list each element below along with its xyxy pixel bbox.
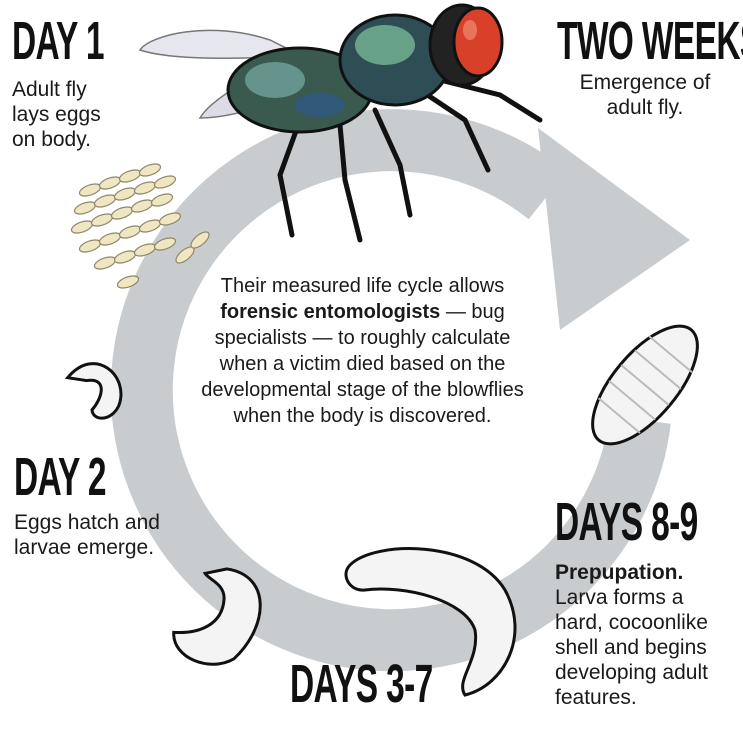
days8-9-line-1: Larva forms a	[555, 585, 708, 610]
days3-7-heading: DAYS 3-7	[290, 657, 433, 711]
two-weeks-line-2: adult fly.	[565, 95, 725, 120]
cycle-arrow-head	[538, 128, 690, 330]
center-explanation: Their measured life cycle allows forensi…	[190, 273, 535, 429]
two-weeks-line-1: Emergence of	[565, 70, 725, 95]
day2-description: Eggs hatch and larvae emerge.	[14, 510, 160, 560]
fly-eye	[454, 8, 502, 76]
center-text-part1: Their measured life cycle allows	[221, 275, 504, 297]
day2-heading: DAY 2	[14, 450, 106, 504]
days8-9-bold-lead: Prepupation.	[555, 560, 708, 585]
day1-heading: DAY 1	[12, 14, 104, 68]
two-weeks-description: Emergence of adult fly.	[565, 70, 725, 120]
day2-line-1: Eggs hatch and	[14, 510, 160, 535]
day1-line-2: lays eggs	[12, 102, 101, 127]
days8-9-heading: DAYS 8-9	[555, 495, 698, 549]
days8-9-line-2: hard, cocoonlike	[555, 610, 708, 635]
days8-9-description: Prepupation. Larva forms a hard, cocoonl…	[555, 560, 708, 710]
days8-9-line-5: features.	[555, 685, 708, 710]
day1-line-3: on body.	[12, 127, 101, 152]
two-weeks-heading: TWO WEEKS	[557, 14, 743, 68]
days8-9-line-3: shell and begins	[555, 635, 708, 660]
day1-line-1: Adult fly	[12, 77, 101, 102]
center-text-bold: forensic entomologists	[220, 301, 440, 323]
day1-description: Adult fly lays eggs on body.	[12, 77, 101, 152]
days8-9-line-4: developing adult	[555, 660, 708, 685]
day2-line-2: larvae emerge.	[14, 535, 160, 560]
